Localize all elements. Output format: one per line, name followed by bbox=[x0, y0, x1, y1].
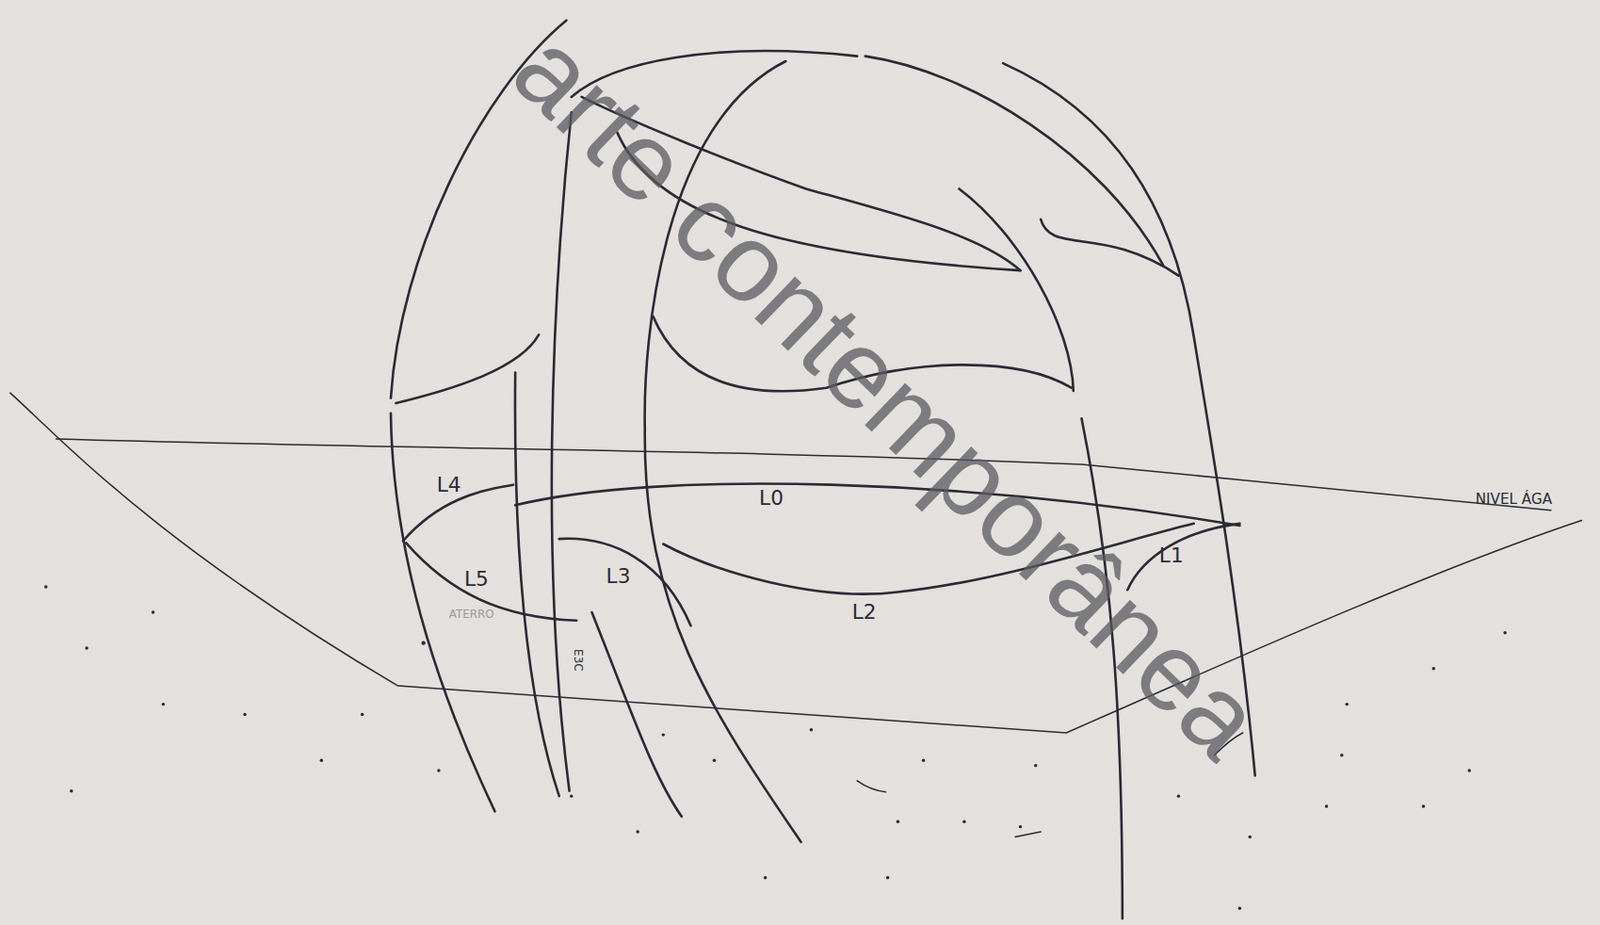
callout-label: L1 bbox=[1159, 545, 1184, 566]
callout-label: L5 bbox=[464, 568, 489, 590]
callout-label: L2 bbox=[852, 600, 877, 622]
callout-label: E3C bbox=[572, 648, 584, 671]
callout-label: ATERRO bbox=[449, 608, 495, 620]
callout-label: L0 bbox=[759, 487, 784, 509]
callout-label: NIVEL ÁGA bbox=[1475, 491, 1552, 506]
callout-label: L3 bbox=[606, 565, 631, 586]
callout-label: L4 bbox=[436, 474, 462, 496]
